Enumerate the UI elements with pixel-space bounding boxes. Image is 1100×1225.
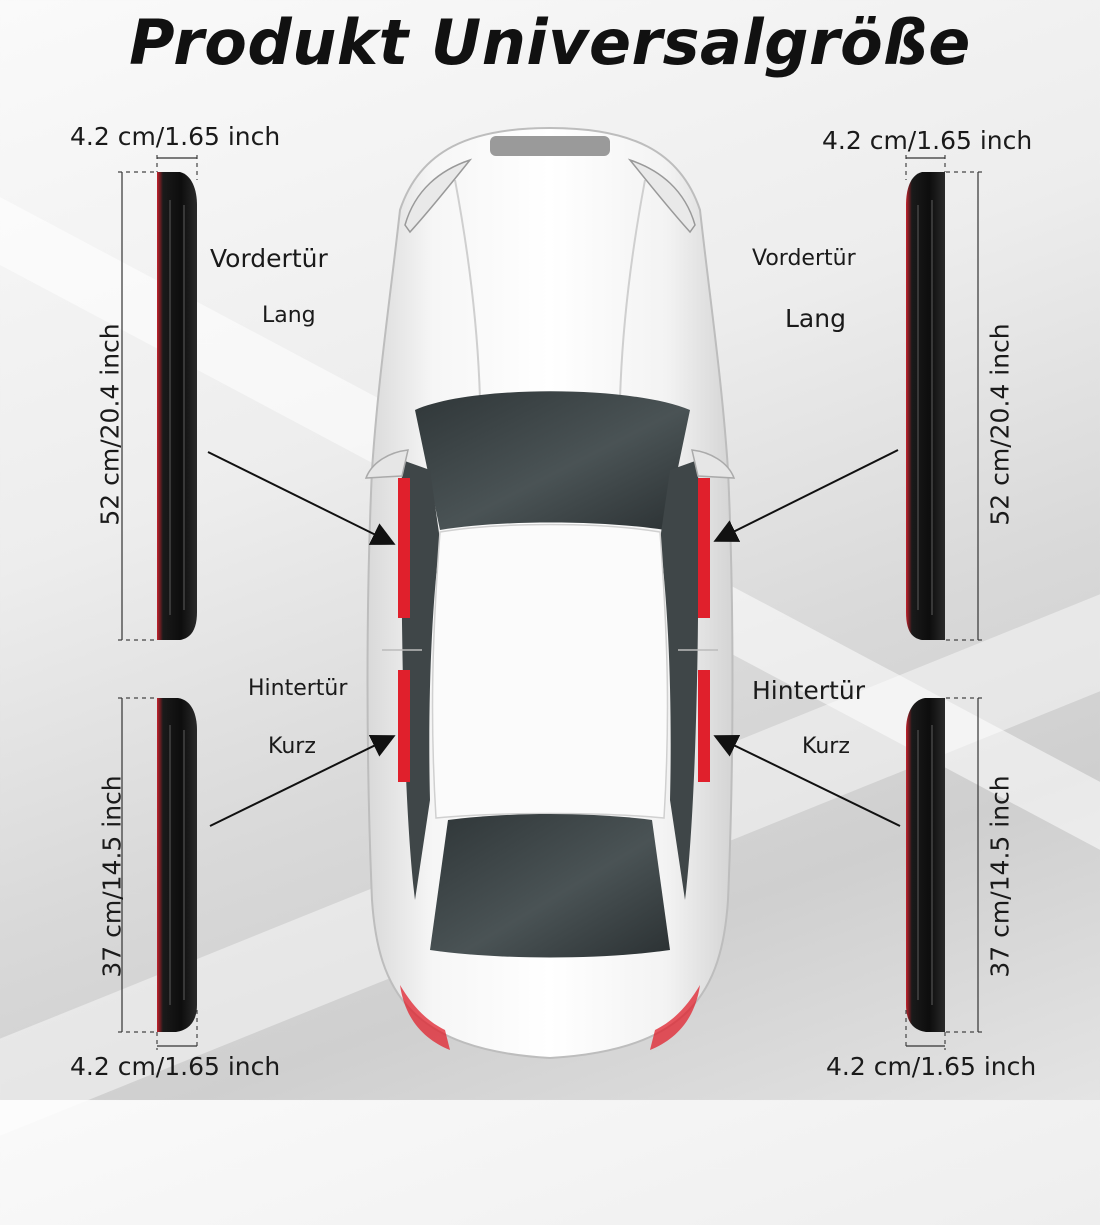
door-mark-front-left: [398, 478, 410, 618]
mirror-right: [691, 449, 736, 479]
strip-short-left: [157, 698, 197, 1032]
side-window-left: [401, 460, 440, 900]
door-size-front-left: Lang: [262, 303, 316, 328]
door-label-front-right: Vordertür: [752, 246, 856, 271]
strip-short-right: [906, 698, 945, 1032]
width-label-bottom-right: 4.2 cm/1.65 inch: [826, 1052, 1037, 1081]
headlight-right: [627, 158, 696, 234]
door-size-rear-right: Kurz: [802, 734, 850, 759]
side-window-right: [660, 460, 699, 900]
strip-long-right: [906, 172, 945, 640]
length-label-short-left: 37 cm/14.5 inch: [97, 775, 127, 978]
rear-window: [430, 814, 670, 958]
door-label-rear-right: Hintertür: [752, 676, 865, 705]
headlight-left: [404, 158, 473, 234]
length-label-long-right: 52 cm/20.4 inch: [985, 323, 1015, 526]
arrow-front-right: [713, 449, 899, 542]
width-label-bottom-left: 4.2 cm/1.65 inch: [70, 1052, 281, 1081]
arrow-front-left: [207, 451, 396, 545]
strip-long-left: [157, 172, 197, 640]
length-label-short-right: 37 cm/14.5 inch: [985, 775, 1015, 978]
door-mark-rear-left: [398, 670, 410, 782]
door-mark-front-right: [698, 478, 710, 618]
arrow-rear-right: [713, 734, 901, 827]
width-label-top-right: 4.2 cm/1.65 inch: [822, 126, 1033, 155]
tail-light-right: [650, 985, 700, 1050]
car-top-view: [364, 126, 736, 1060]
length-label-long-left: 52 cm/20.4 inch: [95, 323, 125, 526]
arrow-rear-left: [209, 735, 396, 827]
page-title: Produkt Universalgröße: [129, 6, 971, 79]
roof: [431, 523, 669, 819]
windshield: [415, 391, 690, 530]
dimension-overlay: [118, 155, 982, 1050]
tail-light-left: [400, 985, 450, 1050]
door-size-front-right: Lang: [785, 304, 846, 333]
width-label-top-left: 4.2 cm/1.65 inch: [70, 122, 281, 151]
mirror-left: [364, 449, 409, 479]
door-label-rear-left: Hintertür: [248, 676, 348, 701]
door-size-rear-left: Kurz: [268, 734, 316, 759]
door-mark-rear-right: [698, 670, 710, 782]
door-label-front-left: Vordertür: [210, 244, 328, 273]
